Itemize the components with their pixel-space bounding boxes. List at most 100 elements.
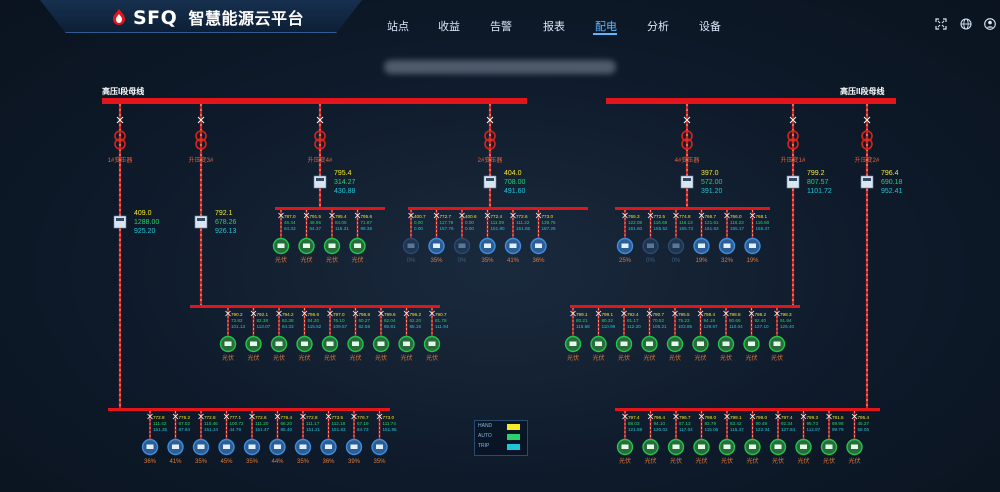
- unit-voltage: 790.7: [435, 312, 447, 317]
- unit-icon-glyph: [722, 341, 730, 346]
- unit-label: 0%: [407, 258, 416, 264]
- unit-icon-glyph: [303, 243, 310, 248]
- meter-voltage: 792.1: [215, 210, 233, 217]
- unit-voltage: 768.1: [756, 214, 768, 219]
- unit-current: 117.78: [440, 220, 454, 225]
- unit-power: 151.35: [153, 427, 167, 432]
- unit-icon-glyph: [749, 444, 756, 449]
- unit-label: 35%: [297, 459, 310, 465]
- nav-item-reports[interactable]: 报表: [543, 21, 565, 33]
- fullscreen-icon[interactable]: [935, 18, 947, 30]
- unit-label: 光伏: [669, 354, 681, 362]
- unit-icon-glyph: [800, 444, 807, 449]
- unit-icon-glyph: [274, 444, 281, 449]
- unit-label: 光伏: [426, 354, 438, 362]
- unit-label: 35%: [373, 459, 386, 465]
- logo-plate: [40, 0, 362, 33]
- nav-item-revenue[interactable]: 收益: [438, 21, 460, 33]
- unit-icon-glyph: [698, 444, 705, 449]
- transformer-label: 1#变压器: [108, 156, 133, 164]
- unit-icon-glyph: [723, 243, 731, 248]
- unit-icon-glyph: [428, 341, 436, 346]
- unit-power: 127.84: [781, 427, 795, 432]
- sub-busbar: [275, 207, 385, 210]
- unit-icon-glyph: [146, 444, 154, 449]
- unit-power: 58.05: [858, 427, 870, 432]
- transformer-label: 4#变压器: [675, 156, 700, 164]
- meter-voltage: 796.4: [881, 170, 899, 177]
- unit-label: 光伏: [771, 354, 783, 362]
- unit-power: 155.52: [654, 226, 668, 231]
- unit-label: 0%: [672, 258, 681, 264]
- sub-busbar: [615, 207, 770, 210]
- unit-label: 32%: [721, 258, 734, 264]
- globe-icon[interactable]: [960, 18, 972, 30]
- legend-swatch-trip: [507, 444, 520, 450]
- unit-breaker: [352, 310, 359, 317]
- unit-power: 130.02: [654, 427, 668, 432]
- sub-busbar: [570, 305, 800, 308]
- unit-breaker: [749, 212, 756, 219]
- unit-power: 99.79: [832, 427, 844, 432]
- unit-breaker: [459, 212, 465, 219]
- meter-power: 1101.72: [807, 188, 832, 195]
- user-icon[interactable]: [984, 18, 996, 30]
- unit-voltage: 795.5: [678, 312, 690, 317]
- unit-voltage: 796.7: [679, 415, 691, 420]
- unit-icon-glyph: [748, 341, 755, 346]
- breaker-mark: [316, 116, 324, 124]
- unit-current: 92.34: [781, 421, 793, 426]
- meter-current: 678.26: [215, 219, 237, 226]
- unit-breaker: [622, 212, 628, 219]
- unit-label: 44%: [271, 459, 284, 465]
- meter-icon: [194, 215, 208, 229]
- unit-icon-glyph: [354, 243, 361, 248]
- unit-icon-glyph: [350, 444, 358, 449]
- breaker-mark: [789, 116, 797, 124]
- unit-voltage: 773.0: [542, 214, 554, 219]
- unit-power: 111.94: [435, 324, 449, 329]
- unit-icon-glyph: [326, 341, 334, 346]
- unit-power: 115.52: [308, 324, 322, 329]
- unit-icon-glyph: [647, 243, 654, 248]
- unit-current: 122.08: [628, 220, 642, 225]
- unit-icon-glyph: [535, 243, 542, 248]
- unit-power: 103.85: [678, 324, 692, 329]
- unit-voltage: 794.2: [282, 312, 294, 317]
- meter-current: 314.27: [334, 179, 356, 186]
- unit-label: 光伏: [273, 354, 285, 362]
- unit-voltage: 776.4: [281, 415, 293, 420]
- unit-icon-glyph: [569, 341, 577, 346]
- transformer-coil: [114, 130, 126, 142]
- unit-current: 81.17: [627, 318, 639, 323]
- bus-label-left: 高压I段母线: [102, 87, 145, 96]
- unit-label: 25%: [619, 258, 632, 264]
- unit-power: 82.58: [359, 324, 371, 329]
- unit-current: 46.44: [284, 220, 296, 225]
- nav-item-devices[interactable]: 设备: [699, 21, 721, 33]
- transformer-coil: [314, 130, 326, 142]
- nav-item-sites[interactable]: 站点: [387, 21, 409, 33]
- unit-label: 光伏: [721, 457, 733, 465]
- meter-icon: [860, 175, 874, 189]
- unit-icon-glyph: [376, 444, 383, 449]
- meter-icon: [680, 175, 694, 189]
- unit-breaker: [225, 310, 231, 317]
- unit-current: 111.09: [491, 220, 505, 225]
- unit-icon-glyph: [646, 341, 653, 346]
- unit-breaker: [351, 413, 357, 420]
- unit-current: 0.00: [465, 220, 474, 225]
- transformer-label: 升压变4#: [308, 156, 333, 164]
- unit-power: 112.87: [807, 427, 821, 432]
- unit-current: 111.20: [255, 421, 269, 426]
- nav-item-analysis[interactable]: 分析: [647, 21, 669, 33]
- unit-icon-glyph: [698, 243, 705, 248]
- unit-breaker: [646, 310, 653, 317]
- nav-item-alarms[interactable]: 告警: [490, 21, 512, 33]
- unit-current: 71.87: [361, 220, 373, 225]
- nav-item-distribution[interactable]: 配电: [595, 21, 617, 33]
- brand-title[interactable]: SFQ 智慧能源云平台: [133, 5, 304, 29]
- transformer-coil: [861, 138, 873, 150]
- unit-icon-glyph: [671, 341, 679, 346]
- unit-voltage: 798.3: [780, 312, 792, 317]
